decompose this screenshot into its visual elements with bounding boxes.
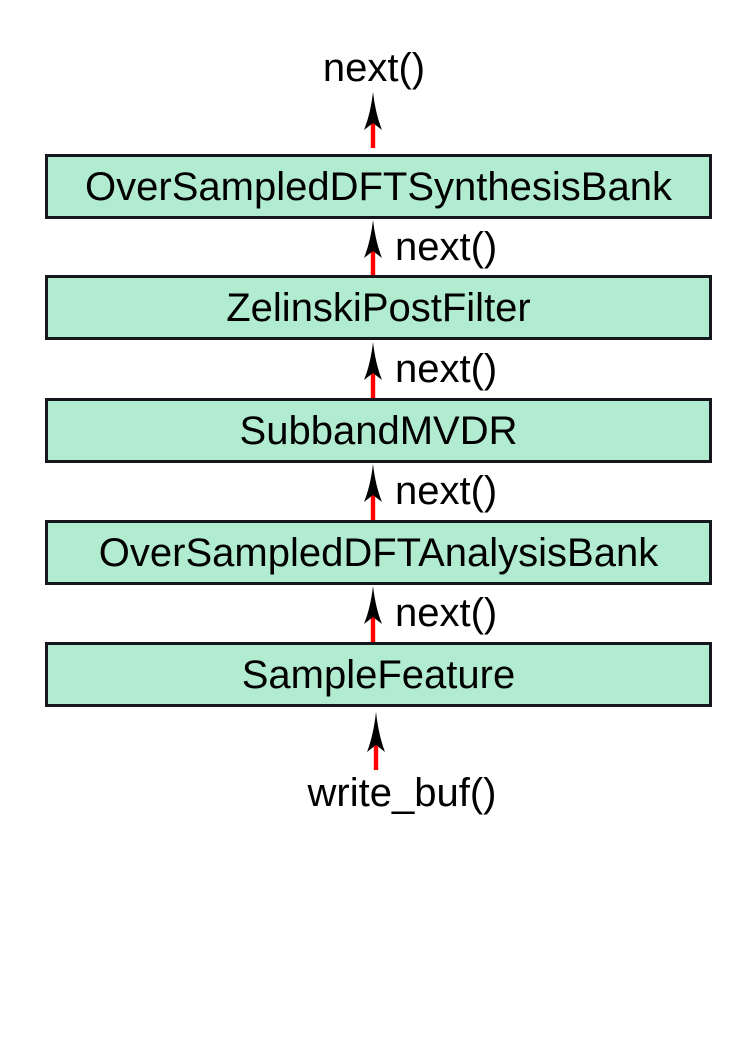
arrow-shaft: [370, 245, 376, 276]
next-call-label: next(): [395, 591, 498, 635]
up-arrow-icon: [364, 220, 382, 276]
arrow-head: [364, 92, 382, 130]
next-call-label: next(): [395, 225, 498, 269]
arrow-head: [367, 712, 385, 752]
arrow-shaft: [370, 489, 376, 520]
up-arrow-icon: [364, 342, 382, 398]
arrow-shaft: [373, 738, 379, 770]
arrow-shaft: [370, 367, 376, 398]
next-call-label-top: next(): [322, 46, 426, 90]
stage-box-analysis-bank: OverSampledDFTAnalysisBank: [45, 520, 712, 585]
arrow-shaft: [370, 611, 376, 642]
up-arrow-icon: [367, 712, 385, 770]
up-arrow-icon: [364, 464, 382, 520]
next-call-label: next(): [395, 347, 498, 391]
arrow-head: [364, 220, 382, 258]
stage-label: SampleFeature: [241, 652, 516, 697]
arrow-shaft: [370, 117, 376, 148]
stage-label: OverSampledDFTSynthesisBank: [85, 164, 672, 209]
stage-box-synthesis-bank: OverSampledDFTSynthesisBank: [45, 154, 712, 219]
stage-box-subband-mvdr: SubbandMVDR: [45, 398, 712, 463]
arrow-head: [364, 586, 382, 624]
arrow-head: [364, 342, 382, 380]
up-arrow-icon: [364, 586, 382, 642]
stage-label: OverSampledDFTAnalysisBank: [98, 530, 659, 575]
arrow-head: [364, 464, 382, 502]
stage-box-zelinski-post-filter: ZelinskiPostFilter: [45, 275, 712, 340]
stage-box-sample-feature: SampleFeature: [45, 642, 712, 707]
stage-label: ZelinskiPostFilter: [226, 285, 531, 330]
stage-label: SubbandMVDR: [239, 408, 518, 453]
write-buf-call-label: write_buf(): [307, 771, 497, 815]
up-arrow-icon: [364, 92, 382, 148]
next-call-label: next(): [395, 469, 498, 513]
